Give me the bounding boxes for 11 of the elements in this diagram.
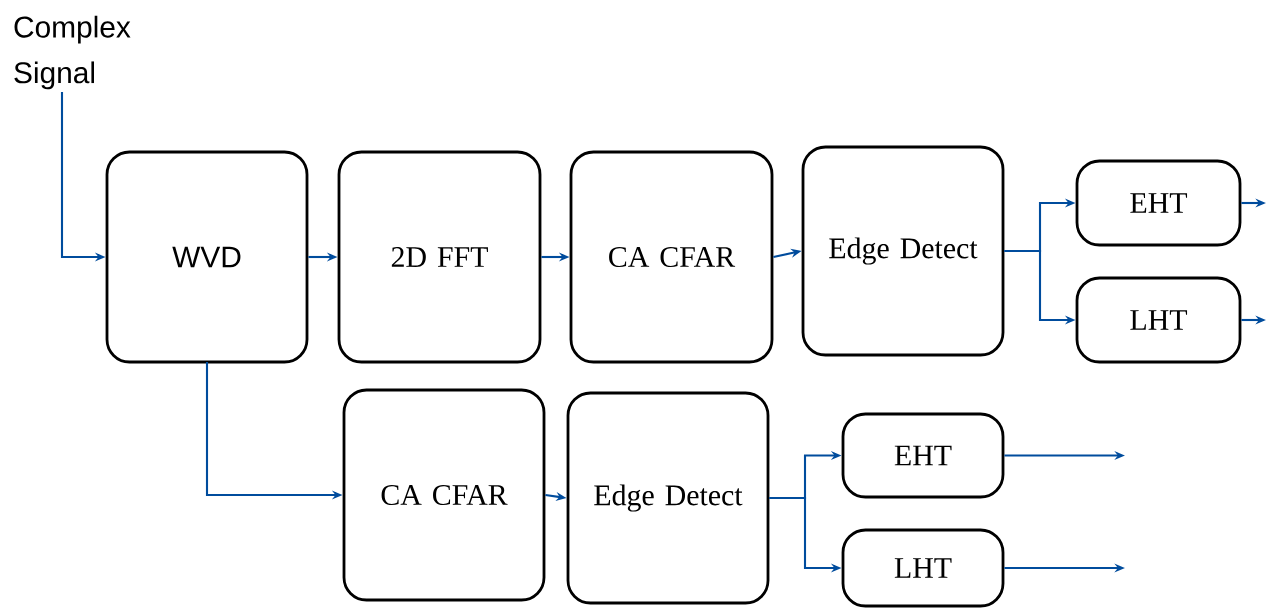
process-box: LHT	[841, 528, 1005, 608]
input-label: Complex Signal	[14, 15, 131, 90]
process-box: EHT	[841, 412, 1005, 499]
process-box: LHT	[1075, 276, 1242, 364]
process-box: EHT	[1075, 159, 1242, 247]
process-box: Edge Detect	[566, 391, 770, 605]
process-box: CA CFAR	[569, 150, 774, 364]
process-box: CA CFAR	[342, 388, 546, 602]
process-box: WVD	[105, 150, 309, 364]
process-box: Edge Detect	[801, 145, 1005, 357]
process-box: 2D FFT	[337, 150, 542, 364]
